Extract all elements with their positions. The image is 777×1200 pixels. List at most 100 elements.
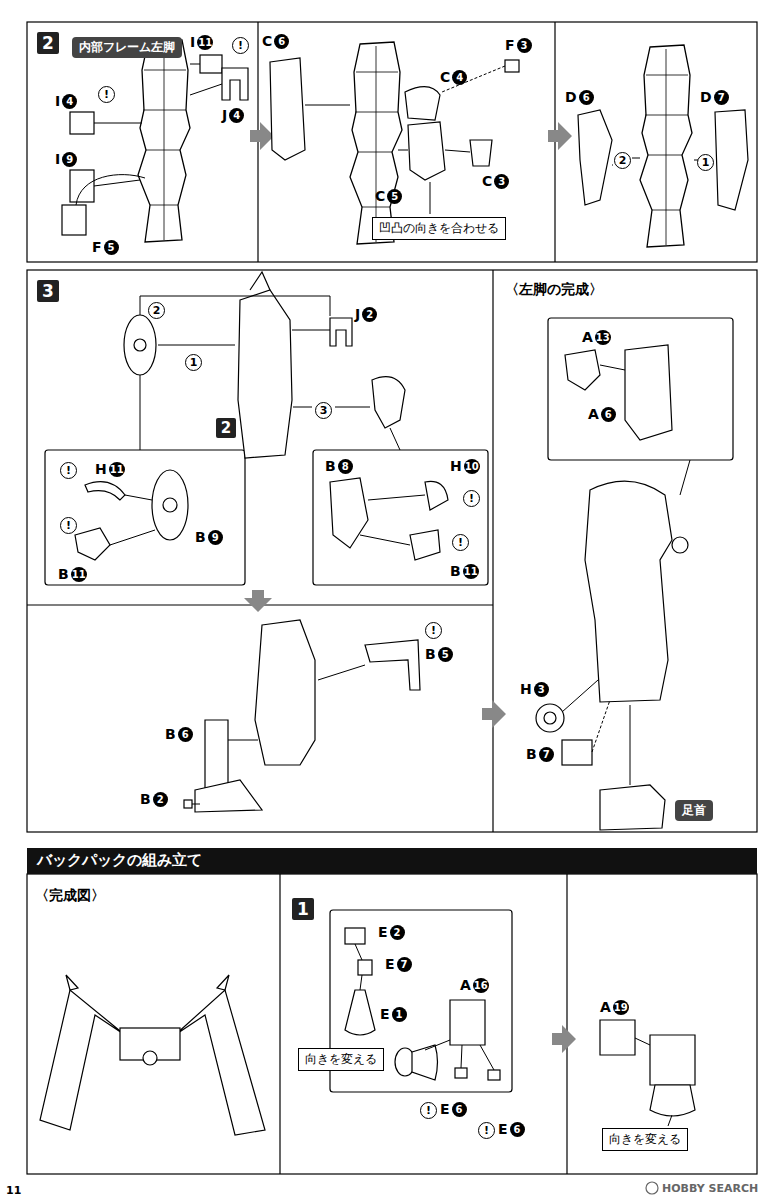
note-box: 向きを変える	[298, 1048, 384, 1071]
part-number: 10	[464, 459, 480, 474]
part-callout: A6	[588, 405, 616, 423]
part-number: 3	[517, 38, 532, 53]
part-number: 5	[104, 240, 119, 255]
part-drawing	[222, 68, 248, 100]
box-text: 2	[42, 33, 54, 53]
part-number: 11	[109, 462, 125, 477]
part-letter: E	[385, 956, 395, 972]
part-number: 4	[62, 94, 77, 109]
leader-line	[562, 680, 598, 712]
leader-line	[94, 180, 140, 186]
part-callout: A19	[600, 998, 629, 1016]
part-number: 6	[579, 90, 594, 105]
panel-frames	[566, 874, 567, 1174]
part-callout: I9	[55, 150, 77, 168]
part-drawing	[195, 780, 262, 812]
page-number: 11	[6, 1182, 21, 1200]
part-drawing	[565, 350, 600, 390]
part-number: 6	[601, 407, 616, 422]
part-letter: B	[140, 791, 151, 807]
leader-line	[632, 158, 640, 159]
note-box: 向きを変える	[602, 1128, 688, 1151]
panel-frames	[492, 270, 493, 832]
leader-line	[398, 150, 408, 151]
part-drawing	[412, 1045, 438, 1080]
subassembly-ref: 2	[216, 418, 236, 438]
part-drawing	[544, 712, 556, 724]
part-callout: F3	[505, 36, 532, 54]
caution-mark: !	[60, 517, 77, 534]
step-arrow	[548, 122, 572, 150]
part-letter: I	[55, 93, 60, 109]
part-number: 11	[463, 564, 479, 579]
heading-text: 〈左脚の完成〉	[505, 280, 603, 298]
part-number: 6	[510, 1122, 525, 1137]
part-drawing	[650, 1035, 695, 1085]
caution-mark: !	[420, 1100, 437, 1119]
part-number: 9	[62, 152, 77, 167]
caution-mark: !	[425, 622, 442, 639]
order-number: 1	[185, 352, 202, 371]
leader-line	[430, 182, 431, 214]
part-letter: I	[190, 34, 195, 50]
part-drawing	[184, 800, 192, 808]
caution-mark: !	[478, 1120, 495, 1139]
part-callout: H10	[450, 457, 480, 475]
part-letter: E	[378, 924, 388, 940]
part-drawing	[600, 1020, 635, 1055]
part-number: 19	[613, 1000, 629, 1015]
step-arrow	[482, 700, 506, 728]
leader-line	[360, 535, 410, 545]
part-letter: D	[565, 89, 577, 105]
leader-line	[668, 1115, 672, 1126]
part-drawing	[138, 40, 190, 242]
part-drawing	[405, 87, 440, 120]
part-drawing	[250, 272, 270, 290]
caution-mark: !	[463, 488, 480, 507]
step-arrow	[552, 1025, 576, 1053]
leader-line	[125, 495, 152, 500]
leader-line	[140, 296, 330, 316]
caution-mark: !	[98, 86, 115, 103]
part-callout: B9	[195, 528, 223, 546]
leader-line	[335, 407, 370, 408]
part-drawing	[270, 58, 305, 160]
part-callout: D7	[700, 88, 729, 106]
order-number: 2	[148, 302, 165, 319]
part-callout: E6	[440, 1100, 467, 1118]
part-number: 6	[274, 34, 289, 49]
part-drawing	[238, 290, 292, 458]
part-letter: B	[195, 529, 206, 545]
leader-line	[192, 804, 200, 805]
leader-line	[390, 428, 400, 450]
part-number: 5	[438, 647, 453, 662]
part-callout: E2	[378, 923, 405, 941]
leader-line	[480, 1045, 494, 1070]
part-drawing	[200, 55, 222, 73]
part-number: 3	[534, 682, 549, 697]
leader-line	[425, 1040, 450, 1050]
part-letter: B	[450, 563, 461, 579]
part-drawing	[70, 112, 94, 134]
part-drawing	[152, 470, 188, 540]
part-number: 13	[595, 330, 611, 345]
part-drawing	[455, 1068, 467, 1078]
part-callout: E6	[498, 1120, 525, 1138]
panel-frames	[27, 270, 757, 832]
part-letter: A	[460, 977, 471, 993]
leader-line	[190, 64, 200, 65]
box-text: 足首	[682, 803, 706, 817]
panel-frames	[45, 450, 245, 585]
part-number: 4	[452, 70, 467, 85]
caution-mark: !	[452, 534, 469, 551]
order-number: 1	[185, 354, 202, 371]
part-number: 5	[387, 189, 402, 204]
step-number: 2	[37, 32, 59, 54]
note-box: 凹凸の向きを合わせる	[372, 217, 506, 240]
part-callout: I11	[190, 33, 213, 51]
part-letter: B	[425, 646, 436, 662]
part-callout: B7	[526, 745, 554, 763]
part-number: 6	[452, 1102, 467, 1117]
part-number: 9	[208, 530, 223, 545]
part-number: 3	[494, 174, 509, 189]
